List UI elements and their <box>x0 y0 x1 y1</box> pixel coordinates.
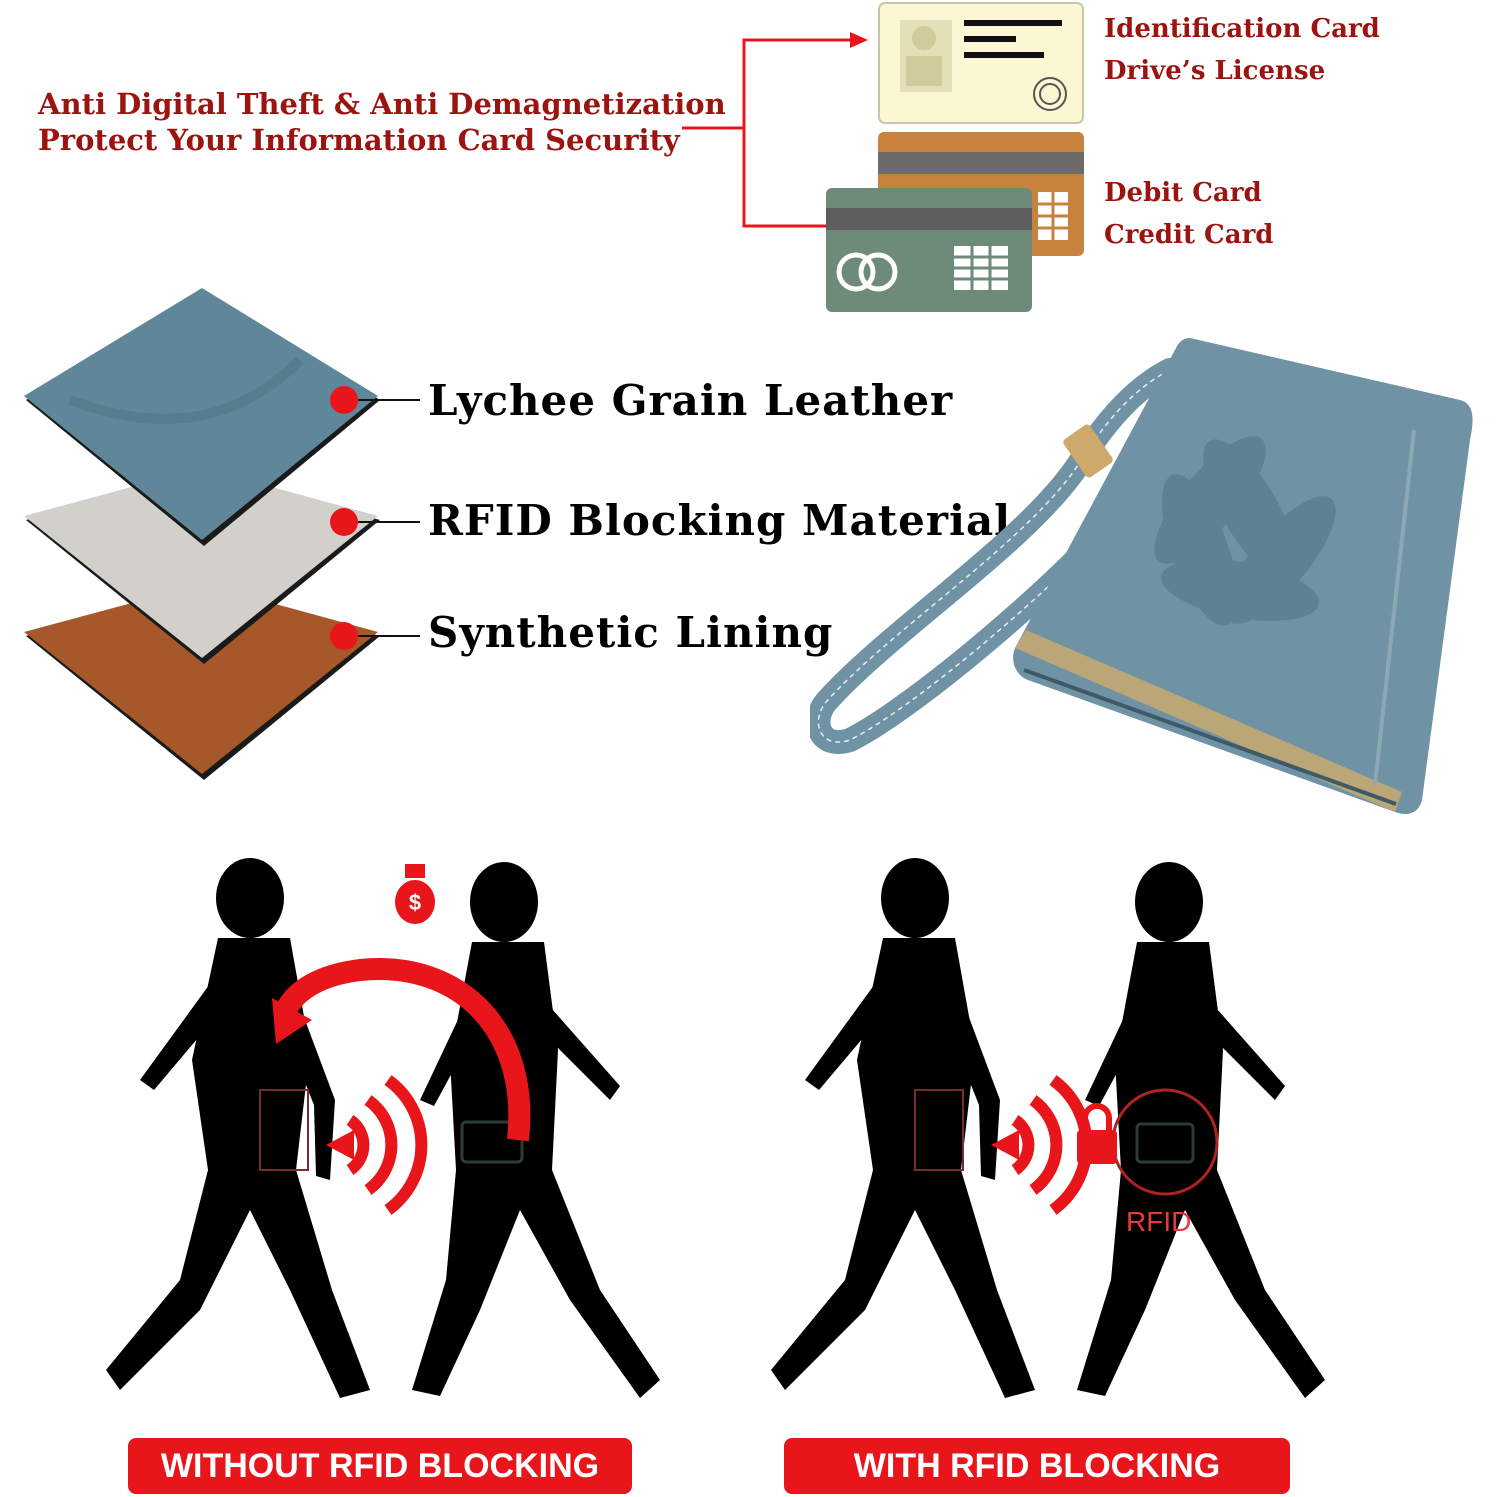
signal-wave-icon <box>346 1075 428 1215</box>
id-card-icon <box>878 2 1084 124</box>
wallet-icon <box>460 1120 524 1164</box>
signal-wave-icon <box>1011 1075 1093 1215</box>
layer-marker-1 <box>330 386 358 414</box>
person-silhouette-left-b <box>412 862 660 1398</box>
lock-icon <box>1077 1103 1117 1164</box>
person-silhouette-right-b <box>1077 862 1325 1398</box>
layer-label-lining: Synthetic Lining <box>428 608 834 657</box>
layer-label-rfid: RFID Blocking Material <box>428 496 1012 545</box>
person-silhouette-right-a <box>771 858 1035 1398</box>
scene-with-rfid <box>771 858 1325 1398</box>
scene-without-rfid: $ <box>106 858 660 1398</box>
card-label-id: Identification Card <box>1104 14 1380 44</box>
credit-card-icon <box>826 188 1032 312</box>
wallet-icon <box>1135 1122 1195 1164</box>
person-silhouette-left-a <box>106 858 370 1398</box>
layer-marker-2 <box>330 508 358 536</box>
card-label-debit: Debit Card <box>1104 178 1262 208</box>
card-label-license: Drive’s License <box>1104 56 1326 86</box>
synthetic-lining-layer <box>24 584 380 780</box>
banner-without-rfid: WITHOUT RFID BLOCKING <box>128 1438 632 1494</box>
banner-with-rfid: WITH RFID BLOCKING <box>784 1438 1290 1494</box>
lychee-leather-layer <box>24 288 380 546</box>
svg-text:$: $ <box>409 890 421 915</box>
wallet-product-image <box>810 338 1473 815</box>
layer-label-leather: Lychee Grain Leather <box>428 376 954 425</box>
money-bag-icon: $ <box>395 864 435 924</box>
card-label-credit: Credit Card <box>1104 220 1274 250</box>
layer-marker-3 <box>330 622 358 650</box>
headline-line-1: Anti Digital Theft & Anti Demagnetizatio… <box>38 87 726 121</box>
rfid-label: RFID <box>1126 1206 1192 1237</box>
rfid-blocking-layer <box>24 468 380 664</box>
flower-emboss <box>1154 436 1336 626</box>
headline-line-2: Protect Your Information Card Security <box>38 123 680 157</box>
material-layers-diagram <box>24 288 420 780</box>
